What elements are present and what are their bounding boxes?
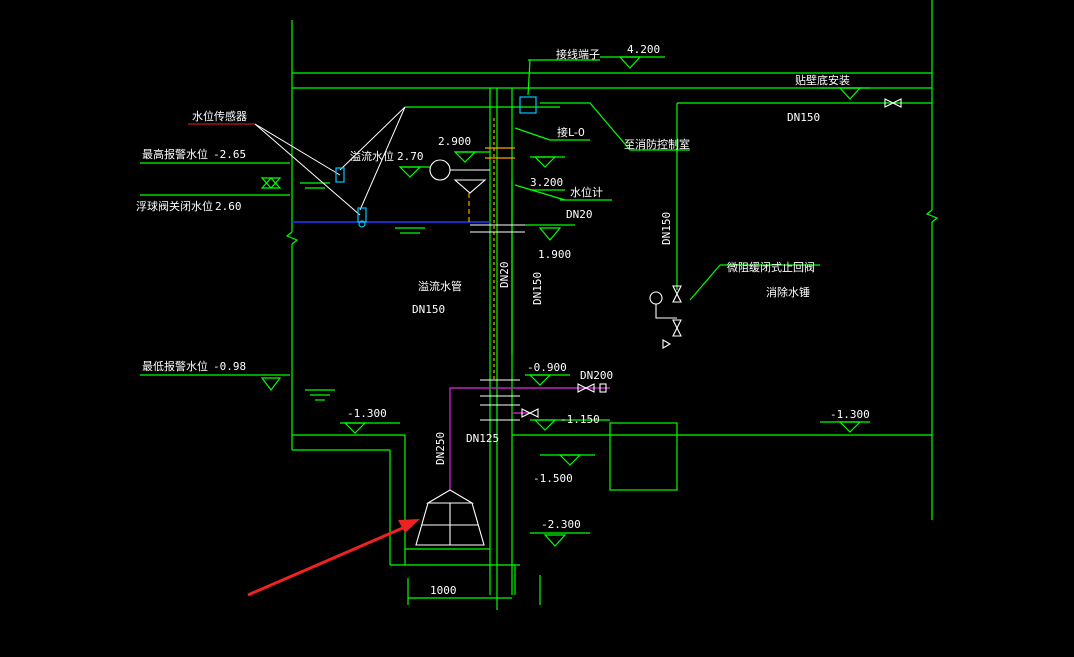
label-slow-check-valve: 微阻缓闭式止回阀 (727, 260, 815, 274)
label-dn250: DN250 (434, 432, 447, 465)
tank-structure (285, 0, 939, 610)
label-terminal: 接线端子 (556, 47, 600, 61)
label-elev-4200: 4.200 (627, 43, 660, 56)
label-elev-2900: 2.900 (438, 135, 471, 148)
label-high-alarm: 最高报警水位 (142, 147, 208, 161)
label-elev-m1150: -1.150 (560, 413, 600, 426)
label-overflow-level: 溢流水位 (350, 149, 394, 163)
label-wall-mount: 贴壁底安装 (795, 73, 850, 87)
label-overflow-pipe: 溢流水管 (418, 279, 462, 293)
label-float-close: 浮球阀关闭水位 (136, 199, 213, 213)
orange-pipe-marks (468, 118, 515, 380)
label-level-gauge: 水位计 (570, 185, 603, 199)
label-elev-m0900: -0.900 (527, 361, 567, 374)
label-elev-m1500: -1.500 (533, 472, 573, 485)
float-valve (429, 159, 490, 194)
label-dn20-vertical: DN20 (498, 262, 511, 289)
label-to-fire-room: 至消防控制室 (624, 137, 690, 151)
float-sensors (335, 167, 367, 228)
label-dim-1000: 1000 (430, 584, 457, 597)
label-elev-1900: 1.900 (538, 248, 571, 261)
suction-bell (415, 489, 485, 546)
label-ctrl-tag: 接L-0 (557, 126, 585, 139)
shaft-flanges (470, 224, 525, 421)
label-sensor: 水位传感器 (192, 109, 247, 123)
label-float-value: 2.60 (215, 200, 242, 213)
label-dn150-top: DN150 (787, 111, 820, 124)
label-dn125: DN125 (466, 432, 499, 445)
label-dn200: DN200 (580, 369, 613, 382)
label-dn150-vertical-2: DN150 (531, 272, 544, 305)
label-dn150-overflow: DN150 (412, 303, 445, 316)
label-low-alarm: 最低报警水位 (142, 359, 208, 373)
label-water-hammer: 消除水锤 (766, 285, 810, 299)
level-markers (140, 56, 870, 547)
red-arrow-annotation (247, 519, 420, 597)
valve-symbols (521, 98, 902, 418)
label-elev-m2300: -2.300 (541, 518, 581, 531)
label-dn20: DN20 (566, 208, 593, 221)
label-overflow-value: 2.70 (397, 150, 424, 163)
label-high-alarm-value: -2.65 (213, 148, 246, 161)
terminal-box (519, 96, 537, 114)
label-elev-3200: 3.200 (530, 176, 563, 189)
label-elev-m1300-right: -1.300 (830, 408, 870, 421)
label-dn150-vertical: DN150 (660, 212, 673, 245)
label-elev-m1300-left: -1.300 (347, 407, 387, 420)
label-low-alarm-value: -0.98 (213, 360, 246, 373)
sensor-leader-lines (254, 106, 406, 216)
